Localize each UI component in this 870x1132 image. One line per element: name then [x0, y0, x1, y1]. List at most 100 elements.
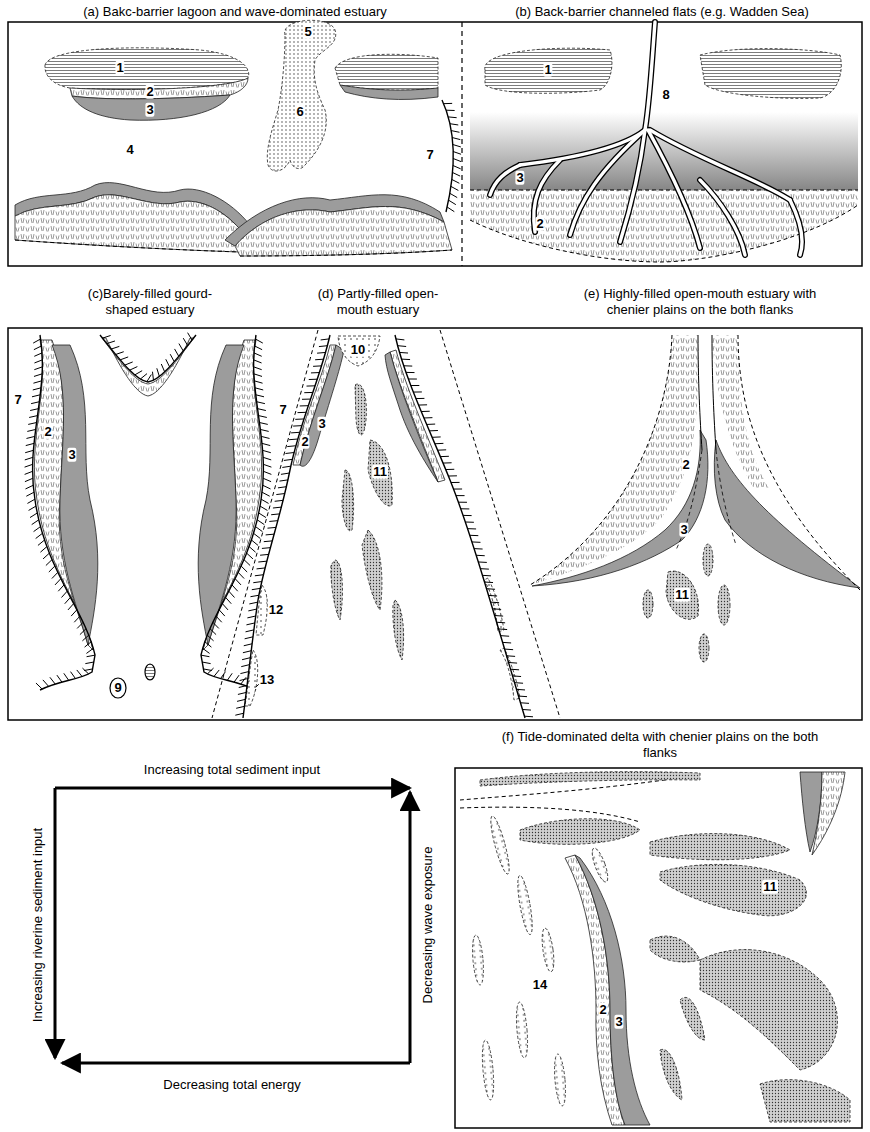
bedrock-hachure [450, 193, 457, 197]
bedrock-hachure [444, 103, 453, 104]
salt-marsh [102, 338, 194, 396]
bedrock-hachure [402, 359, 411, 360]
bedrock-hachure [254, 346, 262, 350]
bedrock-hachure [458, 502, 467, 503]
callout-number: 11 [372, 465, 388, 479]
tidal-flat [714, 440, 860, 588]
callout-number: 3 [67, 448, 76, 462]
callout-number: 7 [13, 393, 22, 407]
tidal-channel [700, 180, 745, 255]
bedrock-hachure [74, 616, 80, 622]
boundary-line [240, 250, 452, 256]
tidal-flat [198, 345, 244, 645]
boundary-line [716, 450, 736, 545]
callout-number: 6 [295, 105, 304, 119]
callout-number: 1 [543, 63, 552, 77]
tidal-channel [790, 200, 802, 255]
beach-ridge [256, 585, 267, 635]
bedrock-hachure [28, 423, 36, 425]
bedrock-hachure [468, 528, 477, 529]
bedrock-hachure [247, 616, 255, 618]
bedrock-hachure [266, 534, 275, 536]
bedrock-hachure [85, 642, 92, 647]
callout-number: 5 [303, 25, 312, 39]
bedrock-hachure [25, 450, 33, 452]
bedrock-hachure [319, 345, 327, 347]
bedrock-hachure [517, 689, 526, 691]
bedrock-hachure [239, 685, 247, 687]
tidal-bar [703, 544, 713, 576]
bedrock-hachure [257, 567, 265, 569]
bedrock-hachure [26, 436, 34, 438]
bedrock-hachure [396, 339, 404, 340]
bedrock-hachure [258, 409, 266, 411]
bedrock-shore [395, 335, 525, 718]
bedrock-hachure [34, 374, 42, 377]
bedrock-hachure [501, 635, 510, 637]
tidal-channel [534, 160, 560, 232]
bedrock-hachure [36, 683, 42, 689]
bedrock-hachure [25, 471, 33, 474]
bedrock-hachure [25, 485, 33, 489]
bedrock-hachure [461, 508, 470, 509]
bedrock-hachure [30, 513, 37, 518]
callout-number: 9 [113, 681, 122, 695]
bedrock-hachure [472, 541, 481, 542]
callout-number: 1 [115, 61, 124, 75]
bedrock-hachure [421, 411, 430, 412]
callout-number: 2 [598, 1003, 607, 1017]
tidal-flat [340, 85, 438, 99]
tidal-bar [355, 384, 366, 435]
bedrock-hachure [511, 669, 520, 671]
bedrock-hachure [255, 339, 262, 343]
bedrock-hachure [309, 379, 318, 380]
boundary-line [676, 450, 702, 550]
bedrock-hachure [254, 374, 262, 377]
tidal-flat [385, 352, 438, 482]
bedrock-hachure [65, 597, 71, 603]
bedrock-hachure [241, 566, 247, 572]
tidal-channel [620, 130, 645, 242]
bedrock-hachure [503, 642, 512, 644]
bedrock-hachure [313, 365, 322, 366]
callout-number: 2 [145, 85, 154, 99]
bedrock-hachure [452, 172, 460, 176]
bedrock-hachure [251, 540, 258, 545]
bedrock-hachure [260, 429, 268, 431]
bedrock-hachure [497, 622, 506, 624]
bedrock-hachure [489, 595, 498, 597]
bedrock-hachure [31, 402, 39, 404]
bedrock-hachure [446, 469, 455, 470]
bedrock-hachure [435, 443, 444, 444]
chenier-ridge [515, 875, 535, 936]
bedrock-hachure [49, 566, 55, 572]
bedrock-hachure [254, 533, 261, 538]
bedrock-hachure [453, 158, 461, 161]
callout-number: 3 [145, 103, 154, 117]
callout-number: 7 [425, 148, 434, 162]
bedrock-hachure [256, 395, 264, 397]
bedrock-hachure [232, 585, 238, 591]
bedrock-hachure [449, 200, 456, 204]
bedrock-hachure [432, 436, 441, 437]
trend-arrow [54, 788, 57, 1058]
boundary-line [460, 807, 640, 822]
bedrock-hachure [263, 450, 271, 452]
bedrock-hachure [240, 679, 248, 681]
bedrock-hachure [404, 365, 413, 366]
bedrock-hachure [125, 362, 133, 365]
tidal-channel [790, 200, 802, 255]
callout-number: 3 [515, 171, 524, 185]
bedrock-hachure [161, 364, 164, 372]
bedrock-hachure [226, 597, 232, 603]
bedrock-hachure [38, 540, 45, 545]
tidal-bar [368, 440, 392, 506]
bedrock-hachure [157, 368, 160, 376]
bedrock-hachure [453, 144, 461, 146]
bedrock-hachure [450, 124, 458, 125]
bedrock-hachure [34, 353, 42, 356]
bedrock-hachure [82, 668, 88, 674]
bedrock-hachure [82, 635, 88, 641]
bedrock-hachure [147, 375, 152, 382]
salt-marsh [812, 772, 845, 855]
